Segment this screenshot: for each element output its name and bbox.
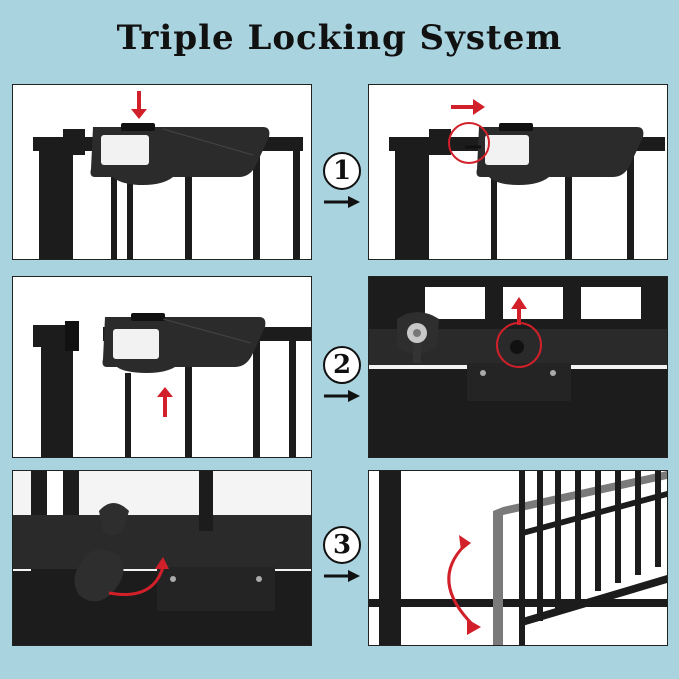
step-3: 3: [320, 526, 364, 588]
step-1: 1: [320, 152, 364, 214]
rotate-arrow-icon: [108, 557, 169, 596]
down-arrow-icon: [131, 91, 147, 119]
right-arrow-icon: [324, 570, 360, 582]
right-arrow-icon: [451, 99, 485, 115]
panel-2a-lift-button: [12, 276, 312, 458]
up-arrow-icon: [157, 387, 173, 417]
swing-arrow-icon: [447, 535, 481, 635]
step-number: 1: [323, 152, 361, 190]
panel-1b-slide-latch: [368, 84, 668, 260]
step-2: 2: [320, 346, 364, 408]
right-arrow-icon: [324, 196, 360, 208]
up-arrow-icon: [511, 297, 527, 325]
panel-1a-press-button: [12, 84, 312, 260]
highlight-circle: [448, 122, 490, 164]
panel-3a-rotate-knob: [12, 470, 312, 646]
step-number: 3: [323, 526, 361, 564]
page-title: Triple Locking System: [116, 18, 563, 58]
right-arrow-icon: [324, 390, 360, 402]
step-number: 2: [323, 346, 361, 384]
panel-3b-open-gate: [368, 470, 668, 646]
panel-2b-pin-release: [368, 276, 668, 458]
